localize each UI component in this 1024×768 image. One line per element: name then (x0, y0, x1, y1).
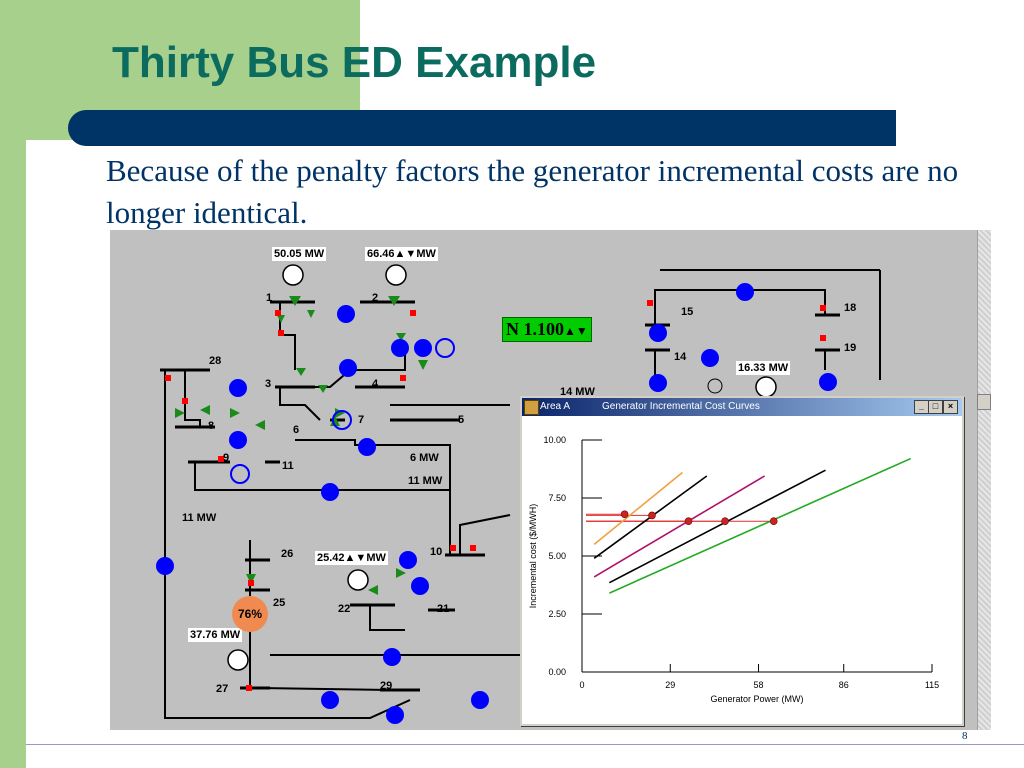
bus-number-5: 5 (458, 414, 465, 426)
gen2-output-unit: MW (416, 248, 436, 260)
operating-point-1 (620, 510, 629, 519)
panel-vertical-scrollbar[interactable] (977, 230, 991, 730)
bus-number-29: 29 (380, 680, 393, 692)
bus-number-21: 21 (437, 603, 450, 615)
x-tick-label: 0 (579, 680, 584, 690)
bus-number-4: 4 (372, 378, 379, 390)
gen22-spinner-icon[interactable]: ▲▼ (344, 552, 367, 564)
bus-number-27: 27 (216, 683, 229, 695)
minimize-button[interactable]: _ (914, 400, 929, 414)
flow-arrows (175, 296, 428, 595)
left-green-strip (0, 140, 26, 768)
y-tick-label: 10.00 (543, 435, 566, 445)
slide-title: Thirty Bus ED Example (112, 38, 597, 87)
gen2-spinner-icon[interactable]: ▲▼ (394, 248, 417, 260)
bus-number-15: 15 (681, 306, 694, 318)
bus-number-3: 3 (265, 378, 272, 390)
x-tick-label: 58 (754, 680, 764, 690)
y-axis-label: Incremental cost ($/MWH) (528, 504, 538, 609)
gen27-output-label[interactable]: 37.76 MW (188, 628, 243, 642)
bus-number-8: 8 (208, 420, 215, 432)
footer-rule (26, 744, 1024, 745)
incremental-cost-window[interactable]: Area A Generator Incremental Cost Curves… (520, 396, 964, 726)
window-titlebar[interactable]: Area A Generator Incremental Cost Curves… (522, 398, 962, 416)
line-loading-indicator: 76% (232, 596, 268, 632)
gen2-output-field[interactable]: 66.46▲▼MW (365, 247, 438, 261)
bus-number-26: 26 (281, 548, 294, 560)
window-title: Generator Incremental Cost Curves (602, 401, 760, 412)
page-number: 8 (962, 730, 968, 742)
bus-number-18: 18 (844, 302, 857, 314)
x-axis-label: Generator Power (MW) (710, 694, 803, 704)
voltage-setpoint-value[interactable]: N 1.100 (506, 319, 564, 339)
bus-number-9: 9 (223, 452, 230, 464)
flow-label-14mw: 14 MW (560, 386, 595, 398)
voltage-spinner-icon[interactable]: ▲▼ (564, 324, 588, 338)
voltage-setpoint-field[interactable]: N 1.100▲▼ (502, 317, 592, 342)
generator-symbols (227, 264, 777, 671)
load-pie-charts (156, 283, 837, 724)
x-tick-label: 86 (839, 680, 849, 690)
gen22-output-value[interactable]: 25.42 (317, 552, 345, 564)
bus-number-7: 7 (358, 414, 365, 426)
incremental-cost-chart: 0 29 58 86 115 0.00 2.50 5.00 7.50 10.00Generator… (528, 435, 939, 704)
flow-label-11mw-a: 11 MW (408, 475, 443, 487)
bus-number-2: 2 (372, 292, 379, 304)
cost-curve-3 (593, 475, 766, 578)
close-button[interactable]: × (943, 400, 958, 414)
slide-subtitle: Because of the penalty factors the gener… (106, 153, 959, 230)
cost-curve-4 (609, 469, 826, 584)
bus-number-19: 19 (844, 342, 857, 354)
bus-number-10: 10 (430, 546, 443, 558)
gen2-output-value[interactable]: 66.46 (367, 248, 395, 260)
bus-number-6: 6 (293, 424, 300, 436)
window-app-name: Area A (540, 401, 571, 412)
maximize-button[interactable]: □ (928, 400, 943, 414)
cost-curve-1 (593, 471, 683, 546)
oneline-diagram-svg (156, 264, 881, 724)
operating-point-4 (721, 517, 729, 525)
cost-curve-5 (609, 457, 912, 594)
flow-label-6mw: 6 MW (410, 452, 439, 464)
flow-label-11mw-b: 11 MW (182, 512, 217, 524)
y-tick-label: 2.50 (548, 609, 566, 619)
bus-number-14: 14 (674, 351, 687, 363)
x-tick-label: 29 (665, 680, 675, 690)
transmission-lines (164, 269, 881, 719)
y-tick-label: 5.00 (548, 551, 566, 561)
circuit-breakers (165, 300, 826, 691)
gen22-output-unit: MW (366, 552, 386, 564)
bus-number-1: 1 (266, 292, 273, 304)
app-icon (524, 400, 539, 415)
bus-number-25: 25 (273, 597, 286, 609)
x-tick-label: 115 (925, 680, 939, 690)
bus-number-28: 28 (209, 355, 222, 367)
y-tick-label: 0.00 (548, 667, 566, 677)
y-tick-label: 7.50 (548, 493, 566, 503)
gen22-output-field[interactable]: 25.42▲▼MW (315, 551, 388, 565)
bus-number-11: 11 (282, 460, 294, 472)
operating-point-2 (648, 511, 656, 520)
panel-scrollbar-thumb[interactable] (977, 394, 991, 410)
title-underline-band (68, 110, 896, 146)
operating-point-5 (769, 517, 778, 525)
bus-number-22: 22 (338, 603, 351, 615)
gen1-output-label[interactable]: 50.05 MW (272, 247, 327, 261)
operating-point-3 (684, 517, 693, 525)
gen16-output-label[interactable]: 16.33 MW (736, 361, 791, 375)
